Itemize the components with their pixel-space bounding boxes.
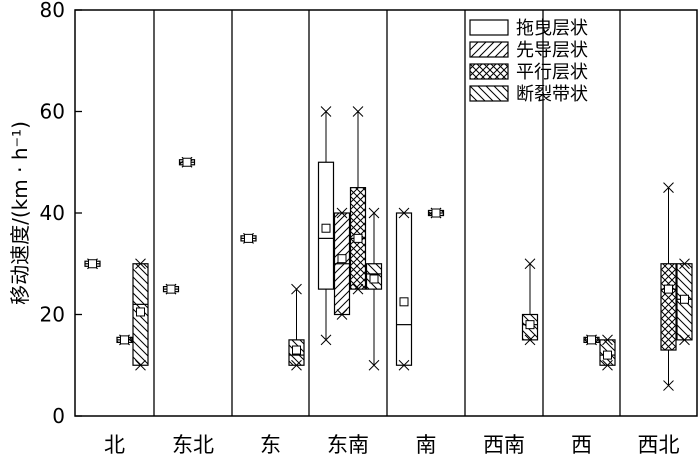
category-separators: [153, 10, 621, 416]
mean-marker: [182, 157, 192, 167]
x-tick-label: 北: [104, 433, 125, 457]
extreme-marker: [524, 334, 536, 346]
box-broken: [365, 207, 383, 371]
mean-marker: [587, 335, 596, 345]
extreme-marker: [135, 359, 146, 371]
extreme-marker: [679, 258, 690, 270]
legend-label-parallel: 平行层状: [516, 62, 588, 83]
y-tick-label: 20: [40, 303, 65, 327]
extreme-marker: [320, 334, 332, 346]
box-parallel: [583, 334, 600, 346]
box-drag: [162, 283, 180, 295]
mean-marker: [136, 307, 145, 317]
y-tick-label: 0: [52, 404, 65, 428]
legend-swatch-parallel: [469, 63, 509, 80]
mean-marker: [353, 233, 363, 243]
x-tick-label: 西南: [483, 433, 525, 457]
x-tick-label: 西: [571, 433, 592, 457]
legend-label-drag: 拖曳层状: [516, 18, 588, 39]
mean-marker: [603, 350, 612, 360]
mean-marker: [321, 223, 331, 233]
box-broken: [676, 258, 693, 346]
mean-marker: [525, 320, 535, 330]
mean-marker: [120, 335, 129, 345]
box-series: [84, 106, 693, 391]
y-tick-label: 40: [40, 201, 65, 225]
legend-label-lead: 先导层状: [516, 40, 588, 61]
box-broken: [599, 334, 616, 371]
box-lead: [178, 156, 196, 168]
x-tick-label: 南: [416, 433, 437, 457]
y-axis: 0 20 40 60 80: [40, 0, 82, 428]
extreme-marker: [352, 106, 364, 117]
box-parallel: [427, 207, 445, 219]
extreme-marker: [368, 207, 380, 219]
legend-swatch-lead: [469, 41, 509, 58]
x-tick-label: 东北: [172, 433, 214, 457]
extreme-marker: [291, 359, 302, 371]
box-parallel: [349, 106, 367, 295]
box-lead: [333, 207, 351, 320]
mean-marker: [431, 208, 441, 218]
mean-marker: [88, 259, 97, 269]
legend-swatch-broken: [469, 85, 509, 102]
box-drag: [317, 106, 335, 346]
extreme-marker: [368, 359, 380, 371]
y-axis-label: 移动速度/(km · h⁻¹): [8, 121, 32, 305]
extreme-marker: [663, 182, 674, 193]
legend-label-broken: 断裂带状: [516, 84, 588, 105]
box-broken: [132, 258, 149, 371]
box-drag: [84, 258, 101, 270]
extreme-marker: [336, 207, 348, 219]
box-broken: [288, 283, 305, 371]
box-body: [660, 263, 677, 351]
extreme-marker: [663, 380, 674, 391]
mean-marker: [337, 254, 347, 264]
box-drag: [240, 233, 257, 244]
x-tick-label: 西北: [638, 433, 680, 457]
x-tick-label: 东: [260, 433, 281, 457]
mean-marker: [664, 284, 673, 294]
extreme-marker: [336, 309, 348, 320]
box-body: [395, 212, 413, 366]
extreme-marker: [602, 334, 613, 346]
extreme-marker: [679, 334, 690, 346]
mean-marker: [244, 233, 253, 243]
extreme-marker: [602, 359, 613, 371]
x-axis: 北 东北 东 东南 南 西南 西 西北: [104, 433, 680, 457]
y-tick-label: 60: [40, 100, 65, 124]
extreme-marker: [320, 106, 332, 117]
extreme-marker: [398, 207, 410, 219]
mean-marker: [292, 345, 301, 355]
extreme-marker: [291, 283, 302, 295]
x-tick-label: 东南: [327, 433, 369, 457]
box-broken: [521, 258, 539, 346]
extreme-marker: [398, 359, 410, 371]
box-parallel: [660, 182, 677, 391]
y-tick-label: 80: [40, 0, 65, 22]
mean-marker: [166, 284, 176, 294]
legend-swatch-drag: [469, 19, 509, 36]
box-drag: [395, 207, 413, 371]
mean-marker: [369, 274, 379, 284]
extreme-marker: [524, 258, 536, 270]
box-parallel: [116, 334, 133, 346]
extreme-marker: [135, 258, 146, 270]
mean-marker: [399, 297, 409, 307]
mean-marker: [680, 294, 689, 304]
extreme-marker: [352, 283, 364, 295]
